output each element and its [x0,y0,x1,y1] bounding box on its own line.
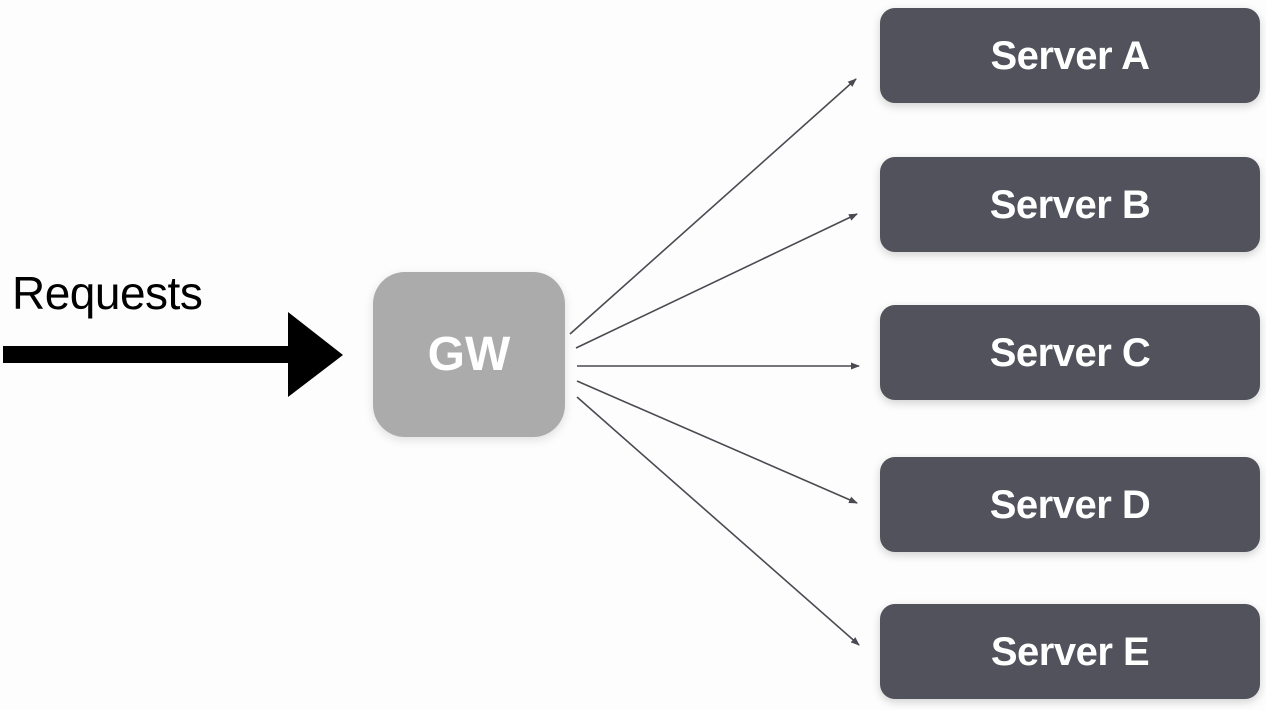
server-node-b: Server B [880,157,1260,252]
server-b-label: Server B [989,182,1151,227]
connector-gw-to-server-d [576,380,858,504]
connector-gw-to-server-a [569,78,857,335]
server-node-e: Server E [880,604,1260,699]
server-a-label: Server A [990,33,1150,78]
connector-gw-to-server-b [575,213,858,349]
gateway-label: GW [427,327,511,381]
server-node-a: Server A [880,8,1260,103]
requests-label: Requests [12,267,203,319]
server-e-label: Server E [990,629,1150,674]
server-node-c: Server C [880,305,1260,400]
request-arrow [3,312,343,397]
gateway-node: GW [373,272,565,437]
connector-gw-to-server-e [576,396,860,646]
server-c-label: Server C [989,330,1151,375]
server-d-label: Server D [989,482,1151,527]
server-node-d: Server D [880,457,1260,552]
